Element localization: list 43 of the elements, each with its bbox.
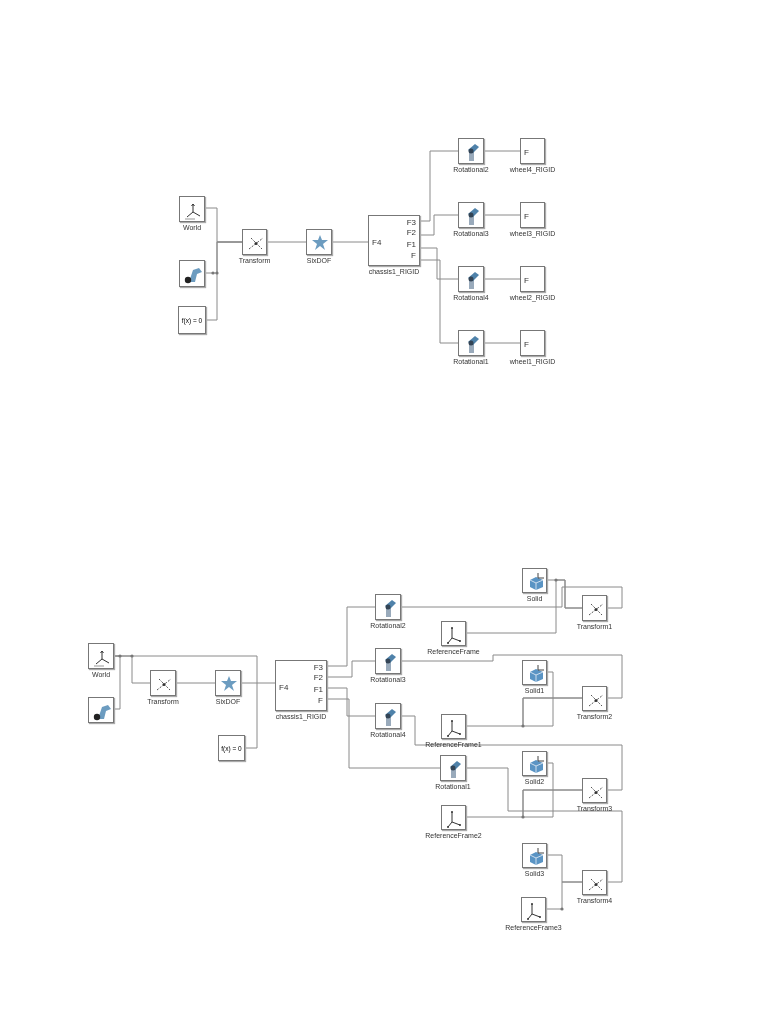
port-label: F1: [313, 684, 323, 694]
connection-line: [465, 579, 583, 634]
connection-line: [400, 654, 623, 699]
connection-line: [400, 715, 623, 791]
port-label: F2: [406, 228, 416, 238]
connection-line: [205, 241, 243, 321]
connection-line: [113, 655, 258, 749]
port-label: F: [524, 275, 529, 285]
port-label: F3: [313, 662, 323, 672]
connection-line: [483, 342, 521, 344]
port-label: F4: [372, 238, 382, 247]
connection-line: [326, 698, 441, 769]
connection-line: [326, 687, 376, 717]
connection-line: [465, 789, 583, 818]
port-label: F: [318, 695, 323, 705]
connection-line: [419, 214, 459, 236]
connection-line: [465, 767, 623, 883]
connection-line: [240, 682, 276, 684]
port-label: F1: [406, 239, 416, 249]
port-label: F: [524, 147, 529, 157]
connection-line: [400, 586, 623, 609]
solver-block: [178, 306, 206, 334]
connection-line: [175, 682, 216, 684]
port-label: F: [524, 339, 529, 349]
connection-line: [326, 660, 376, 678]
connection-line: [419, 150, 459, 222]
connection-line: [483, 278, 521, 280]
connection-line: [419, 259, 459, 344]
connection-line: [483, 150, 521, 152]
port-label: F2: [313, 673, 323, 683]
connection-line: [266, 241, 307, 243]
connection-line: [331, 241, 369, 243]
port-label: F3: [406, 217, 416, 227]
port-label: F: [411, 250, 416, 260]
port-label: F: [524, 211, 529, 221]
port-label: F4: [279, 683, 289, 692]
solver-block: [218, 735, 245, 761]
connection-line: [326, 606, 376, 667]
connection-line: [465, 697, 583, 727]
connection-line: [545, 881, 583, 910]
connection-line: [483, 214, 521, 216]
connection-line: [419, 247, 459, 280]
connection-line: [113, 655, 121, 710]
